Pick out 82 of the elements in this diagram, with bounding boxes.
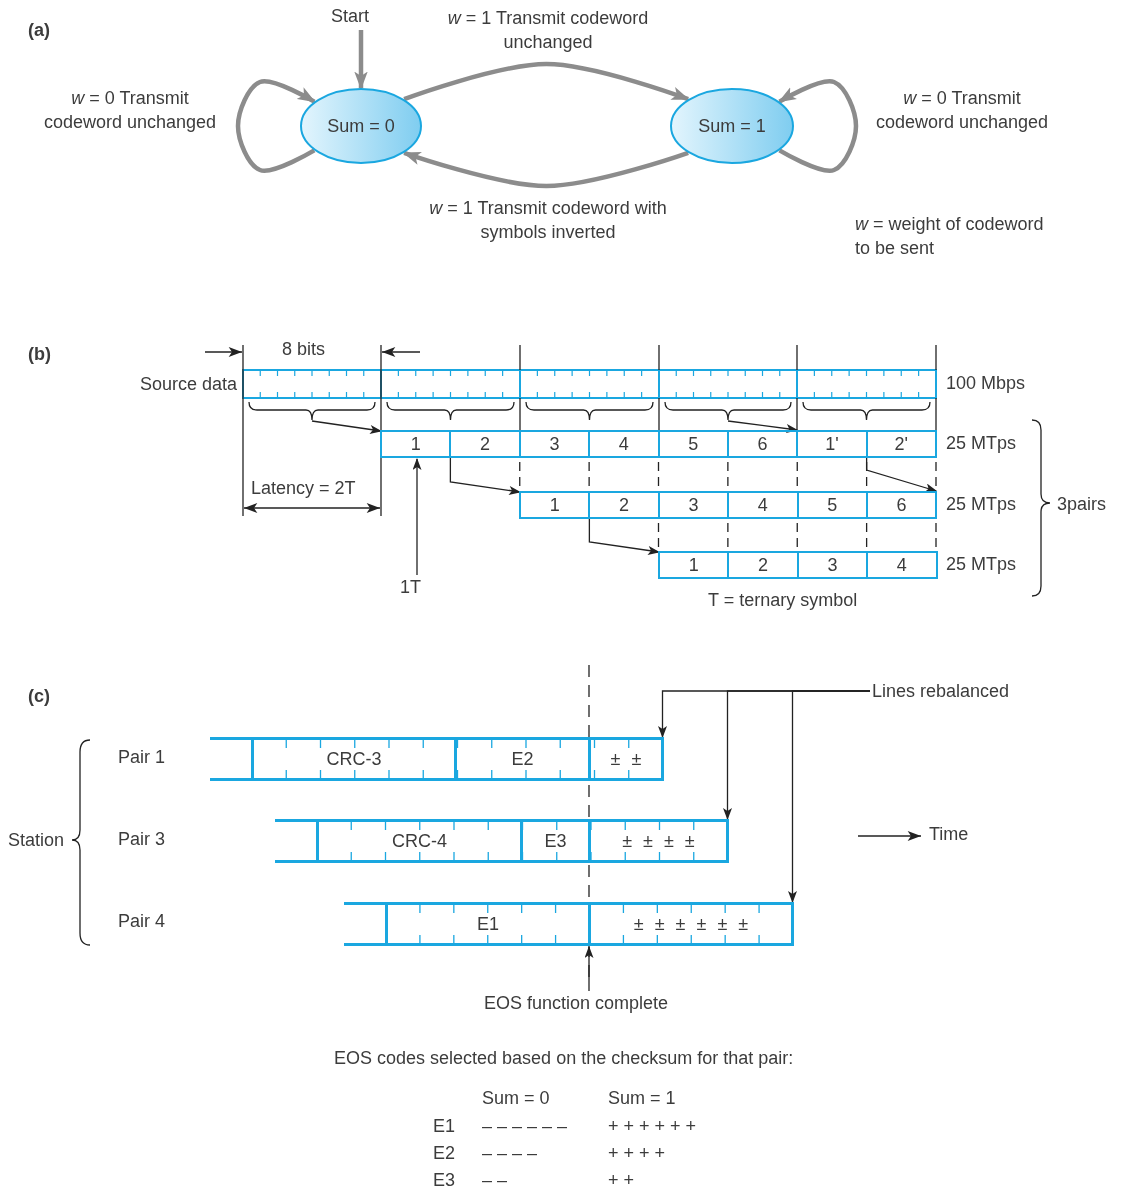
symbol-cell: 1 [658, 551, 730, 579]
table-entry: – – – – – – [482, 1115, 568, 1138]
column-header: Sum = 0 [482, 1087, 550, 1110]
dimension-label: 8 bits [282, 338, 326, 361]
table-entry: + + + + [608, 1142, 666, 1165]
brace [248, 401, 376, 421]
symbol-cell: 5 [796, 491, 868, 519]
symbol-cell: 1' [796, 430, 868, 458]
row-header: E1 [433, 1115, 456, 1138]
symbol-cell: 4 [727, 491, 799, 519]
symbol-cell: 6 [865, 491, 938, 519]
symbol-cell: 3 [657, 491, 730, 519]
arrow [403, 61, 690, 102]
row-label: Pair 1 [118, 746, 166, 769]
symbol-time-label: 1T [400, 575, 434, 599]
frame-field: ± ± [588, 737, 664, 781]
panel-label: (a) [28, 19, 50, 42]
dimension-label: Latency = 2T [251, 477, 356, 500]
panel-label: (c) [28, 685, 50, 708]
frame-field: CRC-3 [251, 737, 457, 781]
row-header: E2 [433, 1142, 456, 1165]
row-label: Source data [138, 373, 237, 396]
axis-label: Time [929, 823, 969, 846]
row-label: Pair 3 [118, 828, 166, 851]
arrow [727, 420, 799, 434]
arrow [778, 79, 859, 173]
symbol-cell: 4 [588, 430, 660, 458]
arrow [354, 30, 368, 90]
callout-text: Lines rebalanced [872, 679, 1042, 703]
start-label: Start [331, 4, 387, 28]
row-label: Pair 4 [118, 910, 166, 933]
symbol-cell: 2 [727, 551, 799, 579]
symbol-cell: 4 [866, 551, 938, 579]
rate-label: 100 Mbps [946, 372, 1026, 395]
brace [386, 401, 515, 421]
state-label: Sum = 0 [327, 115, 395, 138]
note-text: T = ternary symbol [708, 589, 858, 612]
symbol-cell: 1 [519, 491, 591, 519]
symbol-cell: 3 [796, 551, 869, 579]
table-entry: – – [482, 1169, 508, 1192]
arrow [584, 946, 594, 992]
frame-field: ± ± ± ± ± ± [588, 902, 794, 946]
arrow [402, 150, 689, 189]
arrow [412, 458, 422, 576]
brace [664, 401, 792, 421]
arrow [588, 518, 660, 555]
frame-field: E2 [454, 737, 591, 781]
state-label: Sum = 1 [698, 115, 766, 138]
symbol-cell: 1 [380, 430, 452, 458]
symbol-cell: 6 [726, 430, 799, 458]
arrow [235, 79, 316, 173]
group-label: Station [8, 829, 65, 852]
frame-field: E1 [385, 902, 591, 946]
state-ellipse [670, 88, 794, 164]
column-header: Sum = 1 [608, 1087, 676, 1110]
rate-label: 25 MTps [946, 553, 1017, 576]
rate-label: 25 MTps [946, 432, 1017, 455]
symbol-cell: 2' [865, 430, 937, 458]
row-header: E3 [433, 1169, 456, 1192]
arrow [866, 457, 938, 493]
callout-text: EOS function complete [484, 991, 694, 1015]
table-entry: – – – – [482, 1142, 538, 1165]
symbol-cell: 2 [449, 430, 521, 458]
brace [802, 401, 931, 421]
state-ellipse [300, 88, 422, 164]
arrow [788, 690, 871, 903]
panel-label: (b) [28, 343, 51, 366]
table-entry: + + [608, 1169, 635, 1192]
symbol-cell: 2 [588, 491, 660, 519]
group-label: 3pairs [1057, 493, 1107, 516]
table-entry: + + + + + + [608, 1115, 697, 1138]
frame-field: CRC-4 [316, 819, 523, 863]
arrow [311, 420, 382, 434]
frame-field: E3 [520, 819, 591, 863]
symbol-cell: 5 [657, 430, 729, 458]
symbol-cell: 3 [518, 430, 591, 458]
frame-field: ± ± ± ± [588, 819, 729, 863]
brace [525, 401, 654, 421]
table-title: EOS codes selected based on the checksum for that pair: [334, 1047, 794, 1070]
legend-note: w = weight of codeword to be sent [855, 213, 1045, 260]
rate-label: 25 MTps [946, 493, 1017, 516]
arrow [449, 457, 521, 495]
